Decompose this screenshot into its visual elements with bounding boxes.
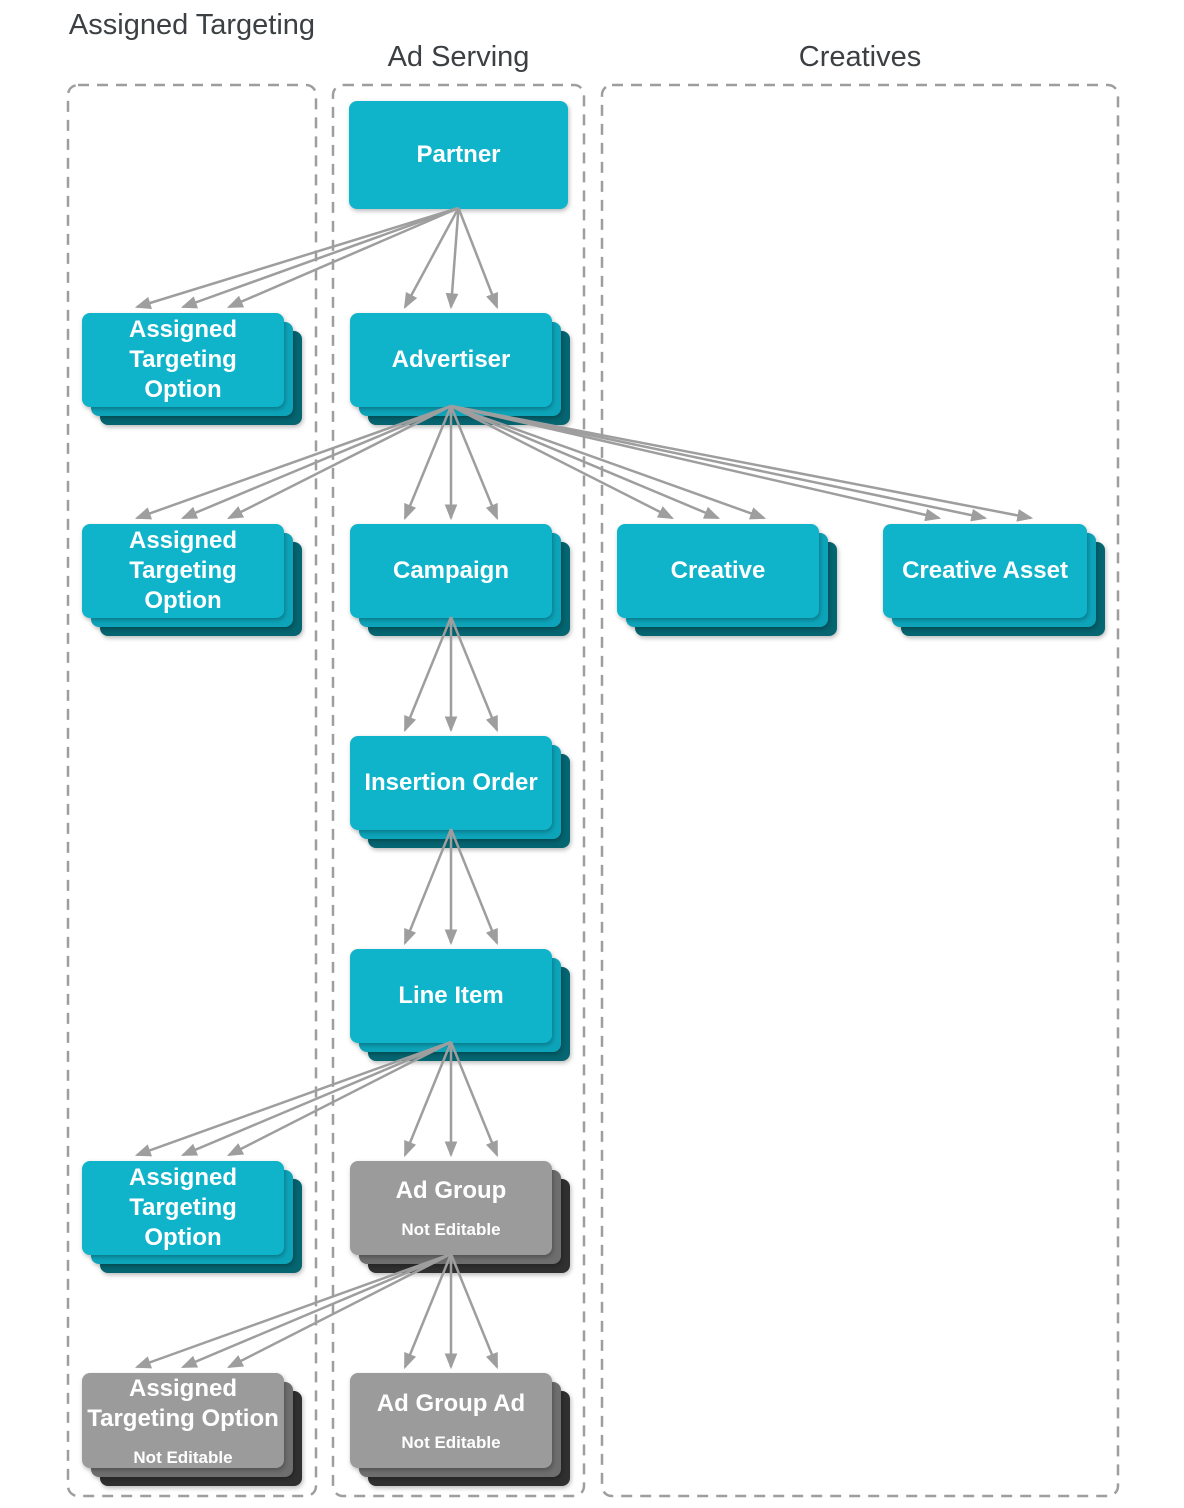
- node-ad-group-sublabel: Not Editable: [401, 1220, 501, 1239]
- node-line-item-face: Line Item: [350, 949, 552, 1043]
- node-campaign-face: Campaign: [350, 524, 552, 618]
- node-ato3: Assigned Targeting Option: [82, 1161, 302, 1273]
- column-assigned-targeting: [66, 83, 318, 1498]
- node-ad-group-ad: Ad Group Ad Not Editable: [350, 1373, 570, 1486]
- node-ad-group-label: Ad Group: [395, 1177, 507, 1204]
- node-advertiser-face: Advertiser: [350, 313, 552, 407]
- node-creative: Creative: [617, 524, 837, 636]
- edge-partner-ato1: [134, 206, 459, 310]
- node-partner-label: Partner: [416, 141, 501, 168]
- node-ato3-label: Assigned Targeting Option: [128, 1164, 238, 1251]
- edge-line: [403, 207, 460, 309]
- node-ato1-label: Assigned Targeting Option: [128, 316, 238, 403]
- node-ato-ne-label: Assigned Targeting Option: [87, 1374, 279, 1432]
- edge-line: [180, 206, 459, 309]
- node-ad-group-ad-face: Ad Group Ad Not Editable: [350, 1373, 552, 1468]
- column-header-creatives: Creatives: [798, 41, 922, 73]
- edge-line: [445, 207, 460, 310]
- node-ato2: Assigned Targeting Option: [82, 524, 302, 636]
- node-partner: Partner: [349, 101, 568, 209]
- node-advertiser: Advertiser: [350, 313, 570, 425]
- node-insertion-order-label: Insertion Order: [364, 769, 538, 796]
- edge-line: [226, 206, 459, 309]
- node-creative-face: Creative: [617, 524, 819, 618]
- node-ad-group-ad-label: Ad Group Ad: [376, 1389, 526, 1417]
- node-insertion-order: Insertion Order: [350, 736, 570, 848]
- node-line-item-label: Line Item: [398, 982, 504, 1009]
- column-creatives: [600, 83, 1120, 1498]
- node-ato-ne-sublabel: Not Editable: [133, 1447, 233, 1467]
- node-ato1-face: Assigned Targeting Option: [82, 313, 284, 407]
- node-insertion-order-face: Insertion Order: [350, 736, 552, 830]
- column-header-ad-serving: Ad Serving: [387, 41, 530, 73]
- node-line-item: Line Item: [350, 949, 570, 1061]
- node-ato2-label: Assigned Targeting Option: [128, 527, 238, 614]
- node-ad-group-ad-sublabel: Not Editable: [401, 1432, 501, 1452]
- node-creative-asset-label: Creative Asset: [902, 557, 1068, 584]
- node-ato1: Assigned Targeting Option: [82, 313, 302, 425]
- node-advertiser-label: Advertiser: [391, 346, 511, 373]
- node-campaign: Campaign: [350, 524, 570, 636]
- node-creative-asset: Creative Asset: [883, 524, 1105, 636]
- edge-line: [134, 206, 459, 310]
- node-creative-asset-face: Creative Asset: [883, 524, 1087, 618]
- node-ato2-face: Assigned Targeting Option: [82, 524, 284, 618]
- edge-partner-advertiser: [403, 207, 499, 310]
- column-header-assigned-targeting: Assigned Targeting: [68, 9, 316, 41]
- node-partner-face: Partner: [349, 101, 568, 209]
- node-campaign-label: Campaign: [392, 557, 509, 584]
- node-creative-label: Creative: [670, 557, 766, 584]
- node-ato3-face: Assigned Targeting Option: [82, 1161, 284, 1255]
- edge-line: [457, 207, 499, 310]
